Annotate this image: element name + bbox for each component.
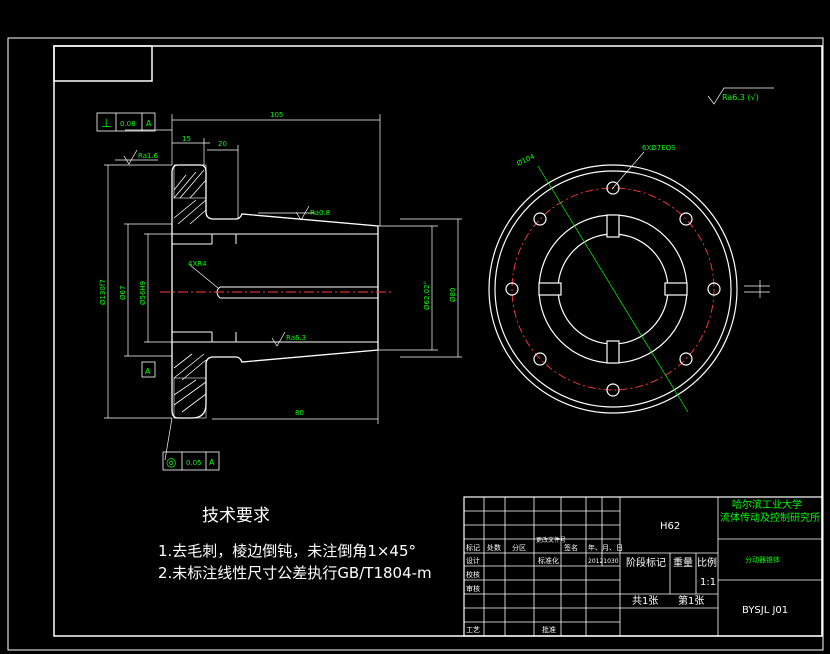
datum-label: A [145,367,151,376]
row-review: 审核 [466,584,480,593]
title-material: H62 [660,521,680,532]
roughness-ra08: Ra0.8 [310,209,330,217]
front-view-annotations [537,151,770,413]
row-standard: 标准化 [538,556,559,565]
dim-4xr4: 4XR4 [188,260,207,268]
title-scale: 1:1 [700,577,716,588]
conc-symbol: ◎ [166,455,176,469]
title-part-name: 分动器锥体 [745,555,780,564]
dim-holes: 6XØ7EQS [642,144,676,152]
datum-box [141,361,156,378]
perpendicularity-frame [96,112,156,132]
dim-dia56: Ø56H9 [139,281,147,305]
hole [606,383,620,397]
roughness-global: Ra6.3 (√) [722,93,759,102]
row-design: 设计 [466,556,480,565]
roughness-ra63: Ra6.3 [286,334,306,342]
corner-box [53,45,153,82]
dim-20: 20 [218,140,227,148]
row-count: 处数 [487,543,501,552]
dim-dia67: Ø67 [119,286,127,300]
hole [679,352,693,366]
row-zone: 分区 [512,543,526,552]
row-doc: 更改文件号 [536,536,566,544]
dim-dia-taper: Ø62.02° [423,281,431,310]
inner-border [53,45,823,637]
title-university: 哈尔滨工业大学 [732,498,802,511]
title-institute: 流体传动及控制研究所 [720,511,820,524]
conc-datum: A [209,458,215,467]
row-sign: 签名 [564,543,578,552]
dim-105: 105 [270,111,283,119]
roughness-ra16: Ra1.6 [138,152,159,160]
dim-dia80: Ø80 [449,288,457,302]
concentricity-frame [162,451,220,471]
roughness-symbol-2 [295,205,310,221]
hatch-top [173,169,207,225]
perp-value: 0.08 [120,120,136,128]
dim-80: 80 [295,409,304,417]
hole [505,282,519,296]
part-outline [171,164,379,419]
hole [707,282,721,296]
roughness-global-symbol [707,87,774,105]
title-stage-label: 阶段标记 [626,556,666,569]
outer-circle [488,164,738,414]
conc-value: 0.05 [186,459,202,467]
tech-line-2: 2.未标注线性尺寸公差执行GB/T1804-m [158,564,432,582]
title-sheets: 共1张 [632,595,658,607]
dim-15: 15 [182,135,191,143]
tech-title: 技术要求 [202,506,270,526]
title-block [463,496,823,637]
row-check: 校核 [466,570,480,579]
dim-dia130: Ø130f7 [99,279,107,305]
outer-border [7,37,824,651]
front-view [488,164,738,414]
hole [533,352,547,366]
title-scale-label: 比例 [697,556,717,569]
hole [606,181,620,195]
hatch-bottom [173,353,207,413]
section-view [160,164,392,419]
title-sheet: 第1张 [678,594,704,607]
row-mark: 标记 [466,543,480,552]
row-approve: 批准 [542,625,556,634]
perp-datum: A [146,119,152,128]
row-date: 年、月、日 [588,543,623,552]
roughness-symbol-3 [271,331,286,347]
perp-symbol: ⊥ [101,116,111,130]
title-weight-label: 重量 [673,556,693,569]
tech-line-1: 1.去毛刺，棱边倒钝，未注倒角1×45° [158,542,416,560]
hole [533,212,547,226]
dim-dia104: Ø104 [515,152,536,167]
roughness-symbol-1 [123,149,138,165]
title-drawing-no: BYSJL J01 [742,605,788,616]
row-date-value: 20121030 [588,558,619,565]
dimension-lines [104,114,462,461]
hole [679,212,693,226]
row-process: 工艺 [466,626,480,634]
